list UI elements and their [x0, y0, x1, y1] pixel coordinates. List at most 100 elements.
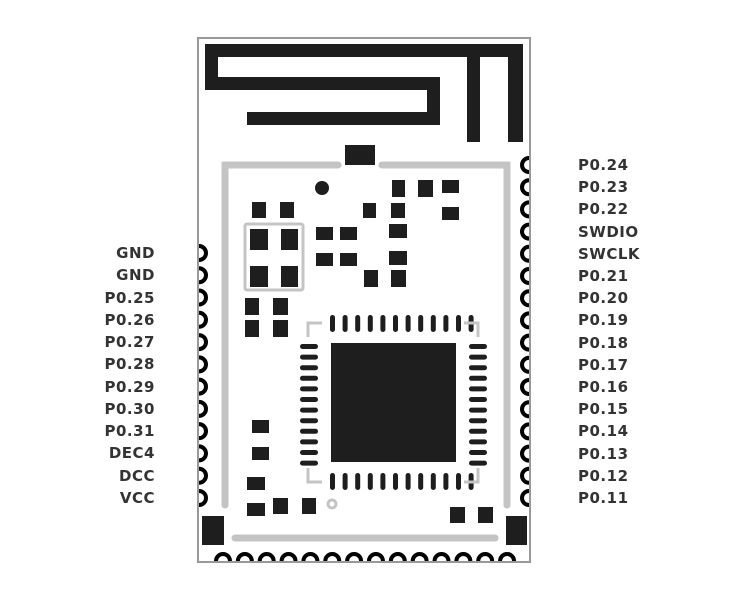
castellated-pad-right	[520, 400, 530, 419]
pin-label-right: P0.15	[578, 400, 629, 419]
castellated-pad-bottom	[279, 552, 298, 562]
mcu-pin-top	[430, 315, 436, 332]
pin-label-right: P0.20	[578, 289, 629, 308]
mcu-pin-left	[300, 397, 318, 402]
castellated-pad-right	[520, 178, 530, 197]
smd-pad	[245, 320, 259, 337]
mcu-pin-top	[355, 315, 361, 332]
smd-pad	[281, 229, 298, 250]
mcu-pin-top	[367, 315, 373, 332]
mcu-pin-left	[300, 375, 318, 381]
mcu-pin-bottom	[405, 473, 411, 490]
silkscreen-frame-right	[378, 161, 511, 509]
pin-label-left: GND	[116, 266, 155, 285]
mcu-pin-top	[330, 315, 335, 332]
mcu-pin-top	[342, 315, 348, 332]
castellated-pad-left	[198, 444, 208, 463]
mcu-pin-left	[300, 354, 318, 360]
castellated-pad-right	[520, 200, 530, 219]
smd-pad	[389, 224, 407, 238]
smd-pad	[250, 229, 268, 250]
smd-pad	[340, 227, 357, 240]
mcu-pin-left	[300, 344, 318, 349]
smd-pad	[250, 266, 268, 287]
mcu-outline-corner	[464, 321, 480, 337]
pin-label-left: P0.25	[104, 288, 155, 307]
castellated-pad-bottom	[498, 552, 517, 562]
mcu-pin-bottom	[330, 473, 335, 490]
mcu-pin-left	[300, 418, 318, 424]
castellated-pad-left	[198, 244, 208, 262]
smd-pad	[252, 202, 266, 218]
pin-label-right: P0.13	[578, 444, 629, 463]
mcu-chip	[331, 343, 456, 462]
smd-pad	[273, 320, 288, 337]
castellated-pad-left	[198, 333, 208, 352]
castellated-pad-bottom	[257, 552, 276, 562]
castellated-pad-bottom	[432, 552, 451, 562]
castellated-pad-right	[520, 267, 530, 285]
castellated-pad-left	[198, 466, 208, 485]
pin1-marker	[315, 181, 329, 195]
mcu-pin-top	[380, 315, 386, 332]
smd-pad	[245, 298, 259, 315]
pin-label-right: P0.14	[578, 422, 629, 441]
mcu-outline-corner	[464, 468, 480, 484]
castellated-pad-right	[520, 355, 530, 374]
smd-pad	[252, 420, 269, 433]
mcu-pin-left	[300, 428, 318, 434]
smd-pad	[418, 180, 433, 197]
mcu-pin-top	[418, 315, 424, 332]
castellated-pad-bottom	[388, 552, 407, 562]
pin-label-right: P0.23	[578, 178, 629, 197]
castellated-pad-left	[198, 355, 208, 374]
mcu-outline-corner	[306, 468, 322, 484]
smd-pad	[280, 202, 294, 218]
mcu-pin-top	[405, 315, 411, 332]
mcu-pin-bottom	[380, 473, 386, 490]
castellated-pad-left	[198, 377, 208, 396]
silkscreen-frame-left	[221, 161, 342, 509]
castellated-pad-left	[198, 288, 208, 307]
pin-label-right: P0.24	[578, 156, 629, 174]
pin-label-right: P0.21	[578, 267, 629, 285]
smd-pad	[392, 180, 405, 197]
mcu-pin-right	[469, 407, 487, 413]
smd-pad	[302, 498, 316, 514]
mcu-pin-right	[469, 365, 487, 371]
smd-pad	[281, 266, 298, 287]
castellated-pad-left	[198, 310, 208, 329]
castellated-pad-bottom	[476, 552, 495, 562]
pin-label-left: P0.26	[104, 310, 155, 329]
smd-pad	[247, 477, 265, 490]
mcu-pin-right	[469, 344, 487, 349]
mcu-pin-right	[469, 450, 487, 455]
castellated-pad-bottom	[454, 552, 473, 562]
smd-pad	[364, 270, 378, 287]
smd-pad	[252, 447, 269, 460]
smd-pad	[506, 516, 527, 545]
mcu-pin-right	[469, 397, 487, 402]
antenna-trace	[205, 44, 523, 142]
castellated-pad-right	[520, 444, 530, 463]
castellated-pad-bottom	[214, 552, 232, 562]
pin-label-right: P0.16	[578, 378, 629, 396]
pin-label-right: P0.22	[578, 200, 629, 219]
mcu-pin-top	[456, 315, 461, 332]
pin-label-right: P0.12	[578, 466, 629, 485]
mcu-pin-bottom	[342, 473, 348, 490]
smd-pad	[273, 298, 288, 315]
pin-label-left: P0.28	[104, 355, 155, 374]
smd-pad	[389, 251, 407, 265]
mcu-pin-top	[393, 315, 398, 332]
mcu-pin-left	[300, 450, 318, 455]
pin-label-right: SWCLK	[578, 244, 641, 263]
smd-pad	[363, 203, 376, 218]
castellated-pad-right	[520, 311, 530, 330]
crystal-outline	[243, 222, 305, 292]
pin-label-right: P0.19	[578, 311, 629, 330]
mcu-pin-left	[300, 407, 318, 413]
mcu-pin-left	[300, 365, 318, 371]
smd-pad	[316, 227, 333, 240]
mcu-pin-right	[469, 439, 487, 445]
